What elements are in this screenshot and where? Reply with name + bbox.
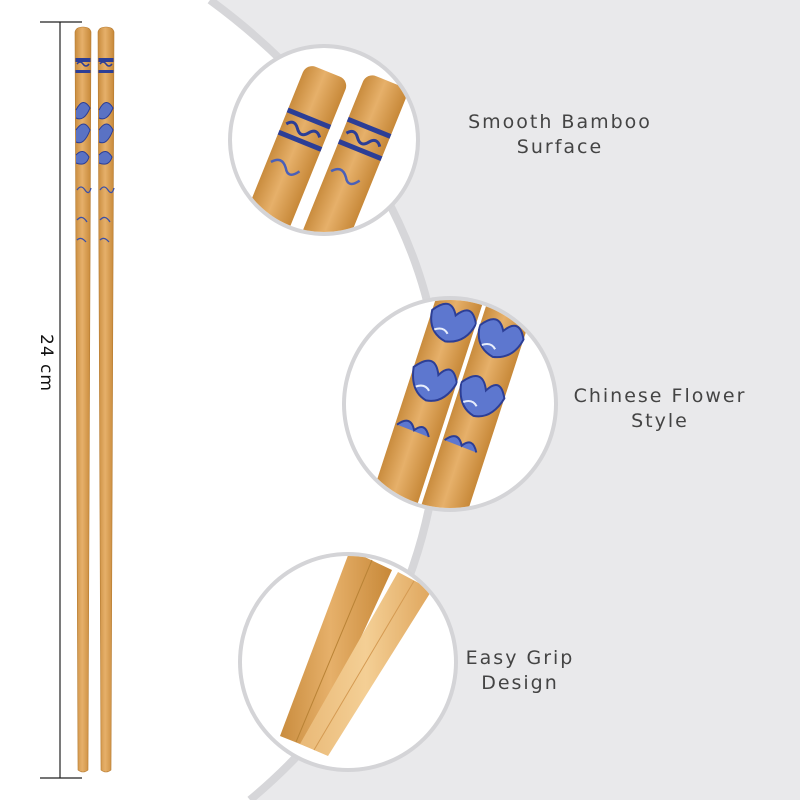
chopstick-grip-closeup-icon <box>238 552 458 772</box>
chopstick-left <box>74 26 92 773</box>
chopstick-tips-closeup-icon <box>228 44 420 236</box>
feature-label-line: Style <box>631 410 689 432</box>
feature-label-smooth-surface: Smooth Bamboo Surface <box>455 110 665 160</box>
feature-label-line: Surface <box>516 136 604 158</box>
feature-label-line: Chinese Flower <box>573 385 747 407</box>
feature-label-flower-style: Chinese Flower Style <box>565 384 755 434</box>
blue-flower-pattern-closeup-icon <box>342 296 558 512</box>
feature-label-line: Easy Grip <box>465 647 575 669</box>
length-label: 24 cm <box>36 334 56 392</box>
feature-label-easy-grip: Easy Grip Design <box>440 646 600 696</box>
dimension-line <box>40 21 82 779</box>
feature-label-line: Smooth Bamboo <box>468 111 652 133</box>
chopstick-right <box>97 26 115 773</box>
feature-label-line: Design <box>481 672 559 694</box>
